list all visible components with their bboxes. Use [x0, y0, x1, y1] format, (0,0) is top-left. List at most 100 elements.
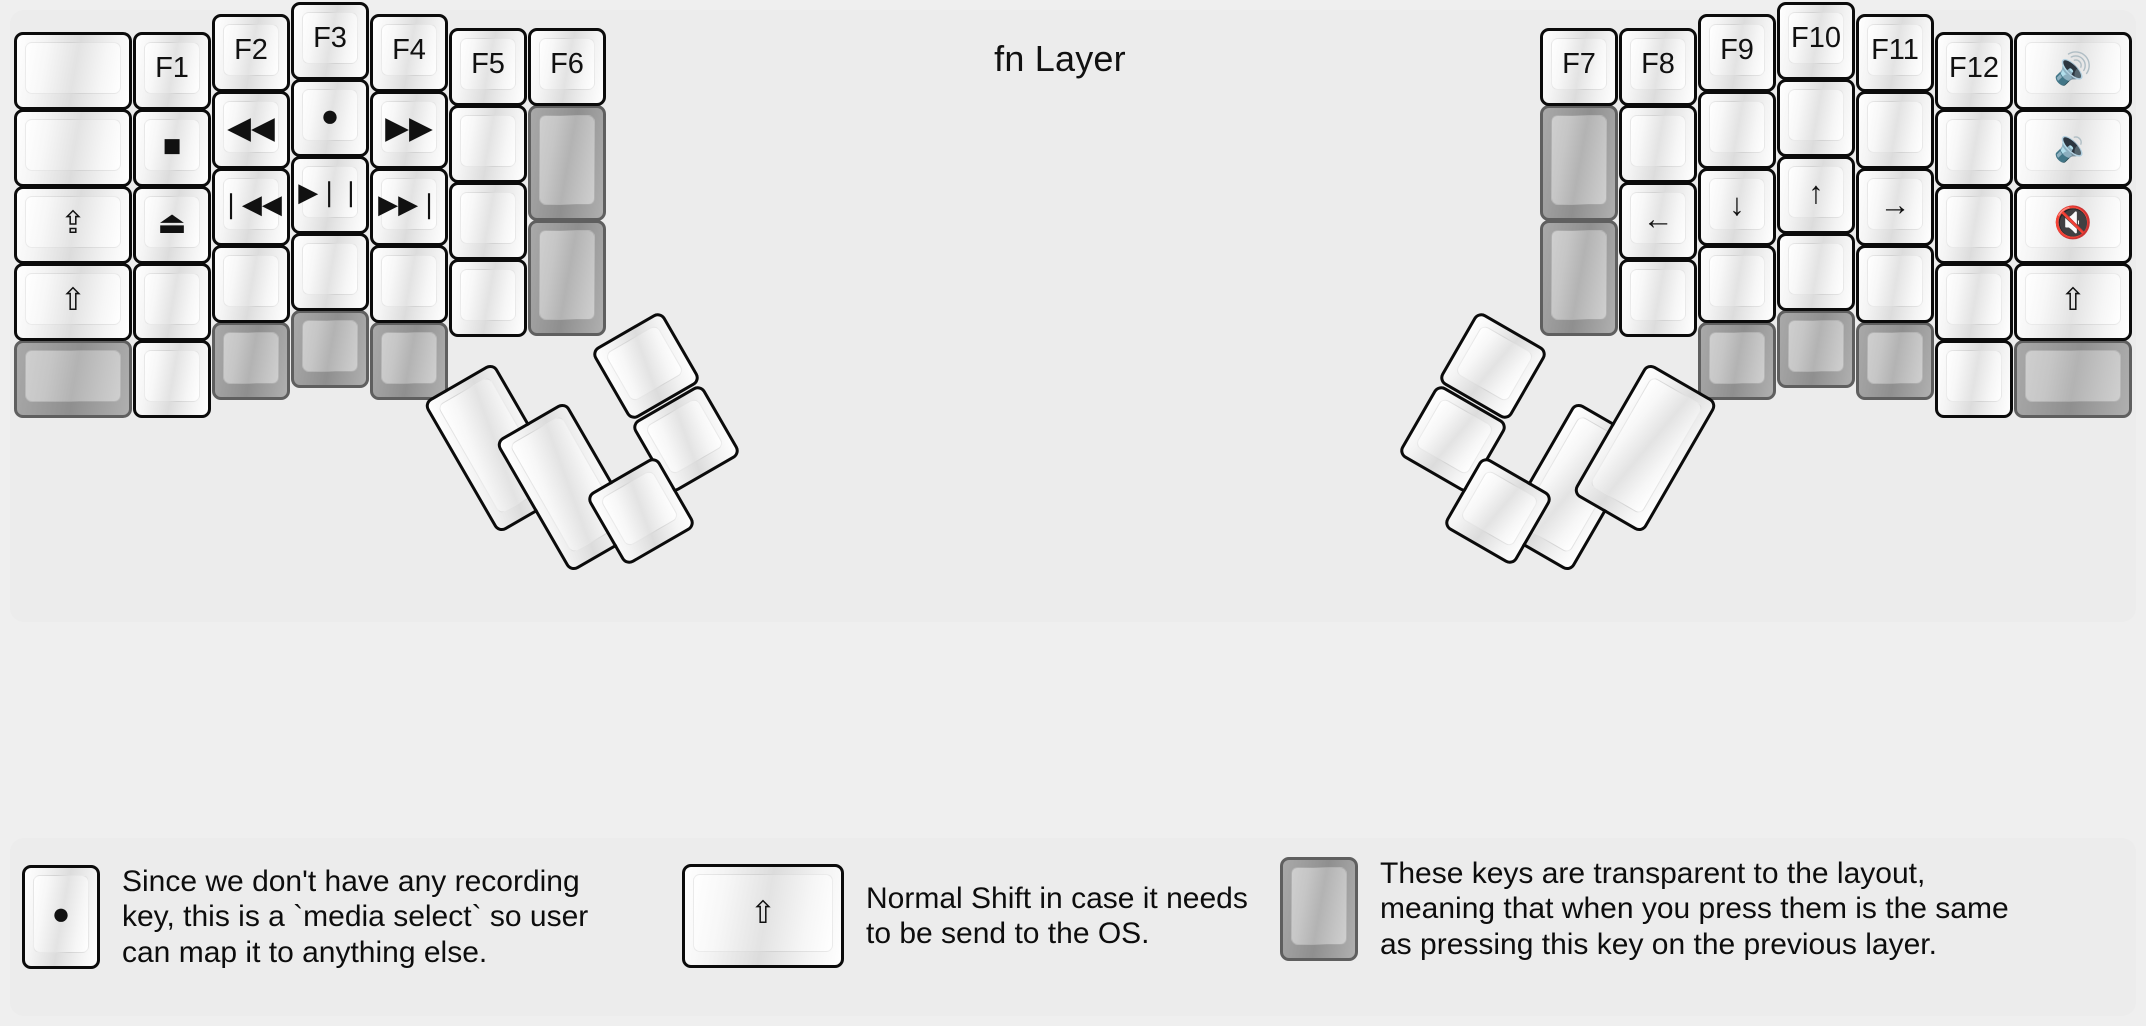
key-r-c4-r3[interactable]	[1856, 245, 1934, 323]
key-r-c4-r4[interactable]	[1856, 322, 1934, 400]
legend-panel: ● Since we don't have any recording key,…	[10, 838, 2136, 1016]
key-l-c0-r2-capslock[interactable]: ⇪	[14, 186, 132, 264]
key-r-c0-r2-tall[interactable]	[1540, 220, 1618, 336]
key-l-c2-r4[interactable]	[212, 322, 290, 400]
keycap-top	[25, 350, 121, 402]
keycap-top	[223, 332, 279, 384]
keycap-top	[1867, 101, 1923, 153]
legend-transparent-key[interactable]	[1280, 857, 1358, 962]
keycap-top	[539, 230, 595, 320]
key-l-c6-r0-f6[interactable]: F6	[528, 28, 606, 106]
key-r-c2-r2-arrow-down[interactable]: ↓	[1698, 168, 1776, 246]
key-r-c2-r3[interactable]	[1698, 245, 1776, 323]
key-r-c5-r2[interactable]	[1935, 186, 2013, 264]
keycap-top	[1630, 38, 1686, 90]
key-l-c5-r0-f5[interactable]: F5	[449, 28, 527, 106]
keycap-top	[223, 24, 279, 76]
legend-key-label: ⇧	[750, 895, 776, 930]
keycap-top	[1551, 115, 1607, 205]
key-r-c4-r2-arrow-right[interactable]: →	[1856, 168, 1934, 246]
legend-shift-key[interactable]: ⇧	[682, 864, 844, 968]
key-r-c5-r4[interactable]	[1935, 340, 2013, 418]
key-l-c2-r0-f2[interactable]: F2	[212, 14, 290, 92]
keycap-top	[1291, 867, 1347, 946]
key-l-c0-r3-shift[interactable]: ⇧	[14, 263, 132, 341]
key-r-c5-r0-f12[interactable]: F12	[1935, 32, 2013, 110]
keycap-top	[1946, 350, 2002, 402]
key-r-c6-r1-volume-down[interactable]: 🔉	[2014, 109, 2132, 187]
keycap-top	[693, 874, 833, 952]
key-r-c1-r2-arrow-left[interactable]: ←	[1619, 182, 1697, 260]
key-l-c1-r2-eject[interactable]: ⏏	[133, 186, 211, 264]
key-l-c1-r0-f1[interactable]: F1	[133, 32, 211, 110]
key-l-c3-r0-f3[interactable]: F3	[291, 2, 369, 80]
keycap-top	[223, 101, 279, 153]
keycap-top	[1788, 166, 1844, 218]
keycap-top	[144, 119, 200, 171]
key-r-c6-r0-volume-up[interactable]: 🔊	[2014, 32, 2132, 110]
keycap-top	[2025, 119, 2121, 171]
key-l-c4-r1-fast-forward[interactable]: ▶▶	[370, 91, 448, 169]
key-r-c3-r3[interactable]	[1777, 233, 1855, 311]
key-r-c1-r0-f8[interactable]: F8	[1619, 28, 1697, 106]
keycap-top	[1551, 230, 1607, 320]
keycap-top	[2025, 42, 2121, 94]
keycap-top	[2025, 350, 2121, 402]
key-l-c6-r1-tall[interactable]	[528, 105, 606, 221]
key-r-c4-r0-f11[interactable]: F11	[1856, 14, 1934, 92]
keycap-top	[302, 166, 358, 218]
key-l-c4-r2-next-track[interactable]: ▶▶❘	[370, 168, 448, 246]
legend-item-2: These keys are transparent to the layout…	[1280, 856, 2009, 962]
key-r-c5-r3[interactable]	[1935, 263, 2013, 341]
key-r-c4-r1[interactable]	[1856, 91, 1934, 169]
key-l-c5-r1[interactable]	[449, 105, 527, 183]
key-l-c4-r4[interactable]	[370, 322, 448, 400]
key-r-c0-r0-f7[interactable]: F7	[1540, 28, 1618, 106]
key-r-c2-r0-f9[interactable]: F9	[1698, 14, 1776, 92]
key-r-c6-r3-shift[interactable]: ⇧	[2014, 263, 2132, 341]
key-r-c3-r0-f10[interactable]: F10	[1777, 2, 1855, 80]
keycap-top	[1709, 332, 1765, 384]
key-r-c3-r2-arrow-up[interactable]: ↑	[1777, 156, 1855, 234]
key-l-c2-r1-rewind[interactable]: ◀◀	[212, 91, 290, 169]
key-r-c1-r3[interactable]	[1619, 259, 1697, 337]
key-l-c4-r0-f4[interactable]: F4	[370, 14, 448, 92]
key-l-c3-r4[interactable]	[291, 310, 369, 388]
key-r-c1-r1[interactable]	[1619, 105, 1697, 183]
key-l-c5-r3[interactable]	[449, 259, 527, 337]
legend-text-1: Normal Shift in case it needs to be send…	[866, 881, 1248, 950]
key-l-c0-r4[interactable]	[14, 340, 132, 418]
key-l-c4-r3[interactable]	[370, 245, 448, 323]
keycap-top	[302, 89, 358, 141]
key-l-c2-r3[interactable]	[212, 245, 290, 323]
keycap-top	[381, 255, 437, 307]
keycap-top	[460, 38, 516, 90]
key-l-c5-r2[interactable]	[449, 182, 527, 260]
key-l-c3-r2-play-pause[interactable]: ▶❘❘	[291, 156, 369, 234]
key-l-c6-r2-tall[interactable]	[528, 220, 606, 336]
key-l-c1-r1-stop[interactable]: ■	[133, 109, 211, 187]
keycap-top	[381, 24, 437, 76]
key-r-c2-r4[interactable]	[1698, 322, 1776, 400]
key-r-c5-r1[interactable]	[1935, 109, 2013, 187]
key-l-c1-r3[interactable]	[133, 263, 211, 341]
key-l-c2-r2-prev-track[interactable]: ❘◀◀	[212, 168, 290, 246]
key-l-c3-r3[interactable]	[291, 233, 369, 311]
keycap-top	[1630, 269, 1686, 321]
key-l-c0-r1[interactable]	[14, 109, 132, 187]
legend-item-1: ⇧ Normal Shift in case it needs to be se…	[682, 864, 1248, 968]
keycap-top	[25, 119, 121, 171]
key-r-c3-r1[interactable]	[1777, 79, 1855, 157]
key-l-c1-r4[interactable]	[133, 340, 211, 418]
key-r-c6-r4[interactable]	[2014, 340, 2132, 418]
keycap-top	[460, 192, 516, 244]
key-l-c0-r0[interactable]	[14, 32, 132, 110]
key-r-c6-r2-mute[interactable]: 🔇	[2014, 186, 2132, 264]
key-r-c3-r4[interactable]	[1777, 310, 1855, 388]
key-r-c2-r1[interactable]	[1698, 91, 1776, 169]
key-r-c0-r1-tall[interactable]	[1540, 105, 1618, 221]
key-l-c3-r1-record[interactable]: ●	[291, 79, 369, 157]
keycap-top	[1867, 24, 1923, 76]
legend-record-key[interactable]: ●	[22, 865, 100, 970]
